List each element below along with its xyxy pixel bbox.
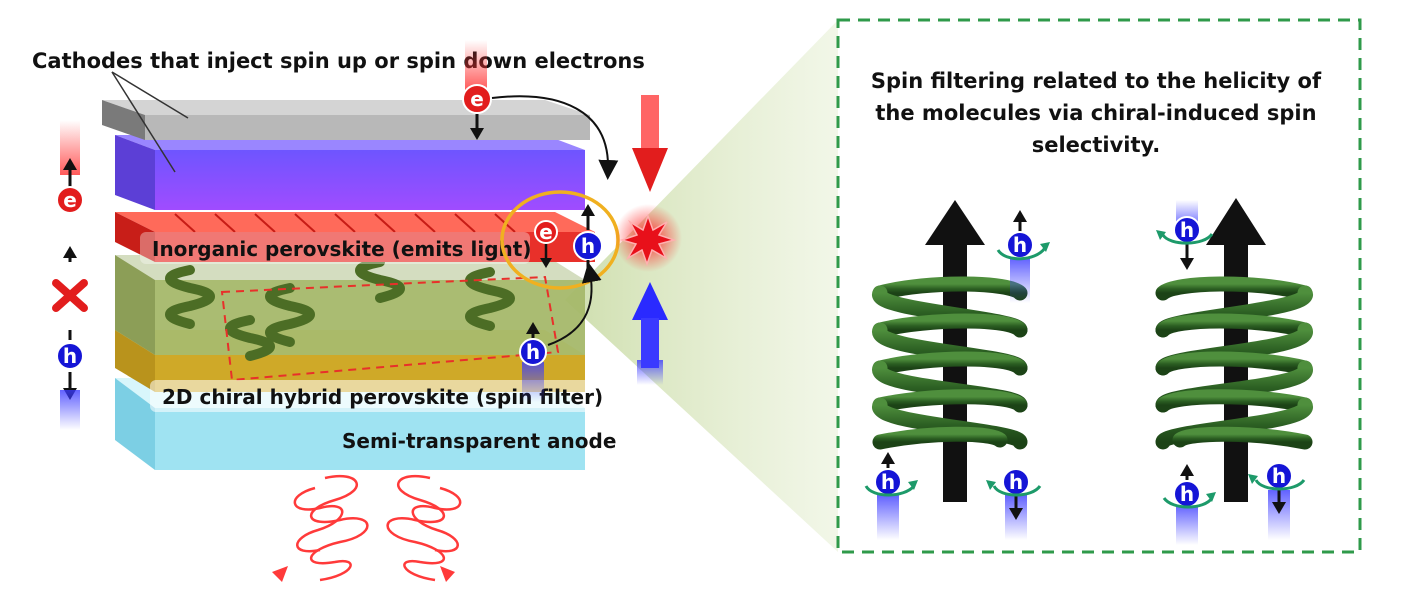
cathode-pointer-2 bbox=[111, 71, 176, 173]
inorganic-label-bg bbox=[140, 232, 530, 264]
zone-hole-label: h bbox=[581, 234, 595, 258]
zone-electron: e bbox=[534, 220, 558, 268]
panel-text-line1: Spin filtering related to the helicity o… bbox=[871, 69, 1322, 93]
spin-hole-bl-label: h bbox=[881, 470, 895, 494]
polarized-light-right bbox=[386, 475, 462, 582]
magnification-cone bbox=[565, 20, 838, 552]
legend-electron-label: e bbox=[63, 188, 77, 212]
helix-right bbox=[1155, 276, 1313, 450]
electron-path-arrow bbox=[491, 95, 619, 180]
hole-path-arrow bbox=[547, 262, 602, 346]
panel-text-line2: the molecules via chiral-induced spin bbox=[875, 101, 1316, 125]
blocked-x-icon bbox=[52, 279, 88, 312]
inorganic-perovskite-layer bbox=[115, 212, 595, 232]
helix-left-group: h h h bbox=[864, 200, 1050, 540]
cathodes-label: Cathodes that inject spin up or spin dow… bbox=[32, 49, 645, 73]
cathode-layer bbox=[102, 100, 590, 115]
anode-label: Semi-transparent anode bbox=[342, 429, 616, 453]
cathode-pointer-1 bbox=[111, 71, 189, 119]
spin-hole-bl: h bbox=[864, 452, 918, 540]
legend-electron bbox=[56, 186, 84, 214]
moving-hole: h bbox=[519, 322, 547, 402]
legend-hole-label: h bbox=[63, 344, 77, 368]
legend-hole bbox=[56, 342, 84, 370]
zone-hole: h bbox=[573, 204, 603, 275]
spin-hole-br: h bbox=[986, 468, 1042, 540]
spin-hole-tl-label: h bbox=[1013, 233, 1027, 257]
spin-hole-tr: h bbox=[1156, 200, 1214, 270]
helix-right-group: h h h bbox=[1155, 198, 1313, 545]
spin-hole-tr-label: h bbox=[1180, 218, 1194, 242]
inorganic-label: Inorganic perovskite (emits light) bbox=[152, 237, 531, 261]
polarized-light-left bbox=[272, 475, 369, 582]
spin-hole-tl: h bbox=[996, 210, 1050, 303]
spin-hole-br-label: h bbox=[1009, 470, 1023, 494]
big-blue-arrow bbox=[632, 282, 668, 385]
injected-electron-label: e bbox=[470, 87, 484, 111]
panel-text-line3: selectivity. bbox=[1032, 133, 1161, 157]
zoom-region-box bbox=[220, 275, 560, 382]
chiral-helices bbox=[165, 257, 515, 361]
device-stack bbox=[102, 100, 595, 470]
spin-hole-rbl: h bbox=[1162, 464, 1216, 545]
left-legend: e h bbox=[52, 120, 88, 430]
chiral-label-bg bbox=[150, 380, 640, 412]
big-red-arrow bbox=[632, 95, 668, 192]
helix-left bbox=[872, 276, 1028, 450]
injected-electron: e bbox=[462, 40, 492, 140]
moving-hole-label: h bbox=[526, 340, 540, 364]
spin-hole-rbr: h bbox=[1248, 462, 1306, 540]
spin-hole-rbl-label: h bbox=[1180, 482, 1194, 506]
spin-hole-rbr-label: h bbox=[1272, 464, 1286, 488]
zone-electron-label: e bbox=[539, 220, 553, 244]
emission-star bbox=[619, 213, 677, 267]
